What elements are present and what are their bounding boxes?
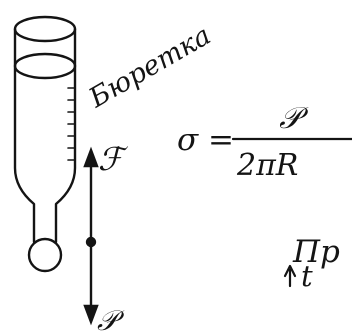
- application-point: [85, 236, 97, 248]
- formula-numerator: 𝒫: [279, 101, 309, 136]
- burette-meniscus: [13, 52, 77, 80]
- burette-top-rim: [13, 15, 77, 43]
- burette-outline: [13, 27, 77, 244]
- formula-lhs: σ =: [177, 122, 234, 158]
- burette-tube: [13, 15, 77, 244]
- force-p-arrowhead: [83, 304, 99, 326]
- formula-denominator: 2πR: [236, 148, 298, 183]
- force-vectors: [83, 146, 99, 326]
- cropped-note: Пр t: [283, 234, 340, 293]
- burette-scale: [67, 87, 76, 161]
- force-f-arrowhead: [83, 146, 99, 168]
- drop: [27, 237, 63, 273]
- note-line-2: t: [301, 259, 313, 293]
- note-line-1: Пр: [292, 234, 340, 270]
- force-f-label: ℱ: [98, 140, 129, 178]
- force-p-label: 𝒫: [97, 304, 125, 333]
- burette-label: Бюретка: [83, 20, 216, 115]
- up-arrow-icon: [283, 264, 297, 288]
- surface-tension-formula: σ = 𝒫 2πR: [177, 101, 352, 183]
